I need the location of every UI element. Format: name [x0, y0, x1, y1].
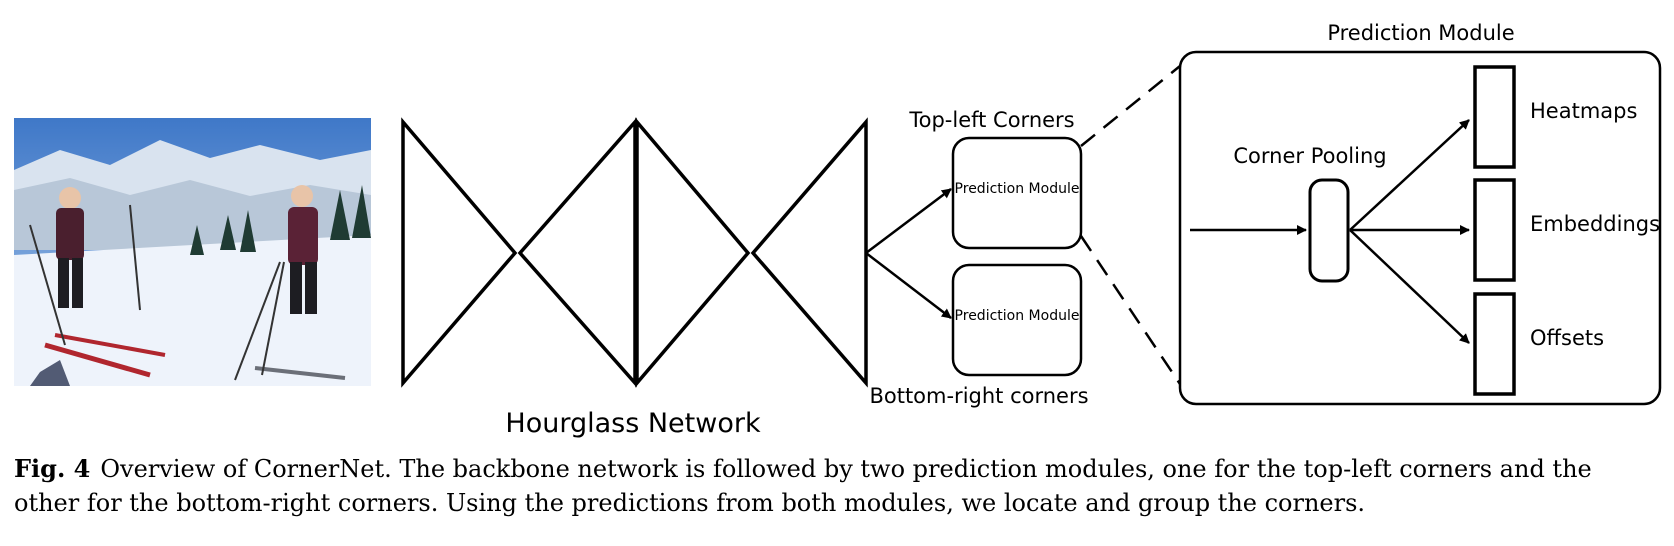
arrow-to-heatmaps [1349, 119, 1470, 231]
zoom-line-top [1080, 65, 1181, 147]
bottom-right-module-label: Prediction Module [955, 308, 1080, 324]
hourglass-center-left [517, 117, 637, 388]
heatmaps-block [1473, 65, 1516, 169]
top-left-module-label: Prediction Module [955, 181, 1080, 197]
arrow-to-offsets [1349, 229, 1470, 344]
prediction-module-title: Prediction Module [1327, 21, 1514, 45]
corner-pooling-label: Corner Pooling [1233, 144, 1386, 168]
caption-text: Overview of CornerNet. The backbone netw… [14, 455, 1592, 517]
prediction-module-detail [1178, 50, 1662, 406]
arrow-to-top-left-module [865, 188, 952, 254]
offsets-label: Offsets [1530, 326, 1604, 350]
input-photo [14, 118, 371, 386]
bottom-right-prediction-module [951, 263, 1083, 377]
embeddings-label: Embeddings [1530, 212, 1660, 236]
top-left-corners-label: Top-left Corners [908, 108, 1074, 132]
offsets-block [1473, 292, 1516, 396]
hourglass-center-right [635, 117, 751, 388]
figure-label: Fig. 4 [14, 454, 91, 483]
bottom-right-corners-label: Bottom-right corners [869, 384, 1088, 408]
arrow-to-bottom-right-module [865, 252, 952, 319]
corner-pooling-block [1308, 178, 1350, 283]
hourglass-label: Hourglass Network [505, 408, 761, 439]
hourglass-right [750, 117, 868, 388]
top-left-prediction-module [951, 136, 1083, 250]
zoom-line-bottom [1079, 235, 1182, 385]
cornernet-diagram: Hourglass Network Top-left Corners Predi… [14, 21, 1662, 439]
hourglass-network [401, 117, 868, 388]
hourglass-left [401, 117, 518, 388]
heatmaps-label: Heatmaps [1530, 99, 1637, 123]
embeddings-block [1473, 178, 1516, 282]
